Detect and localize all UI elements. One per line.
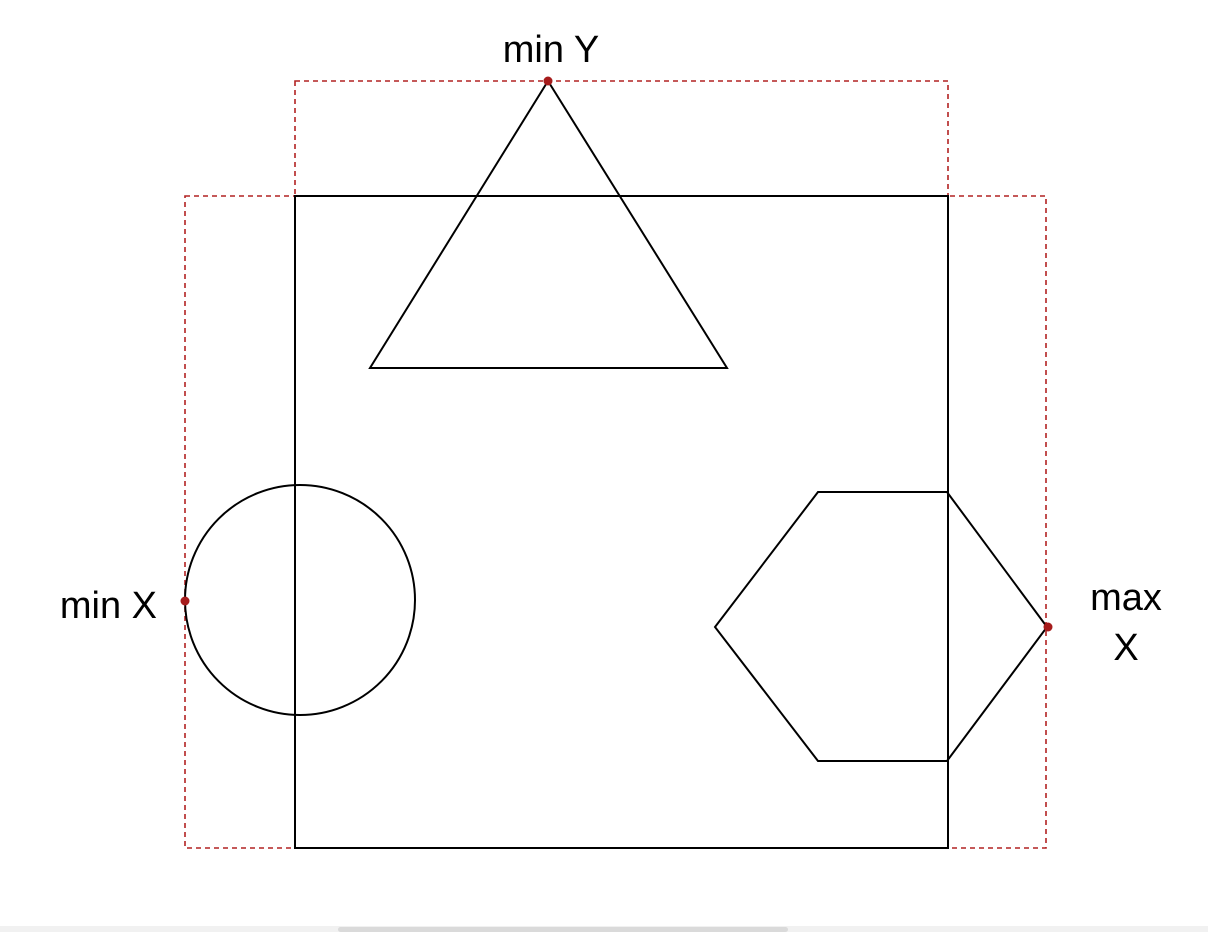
horizontal-scrollbar-thumb[interactable]: [338, 927, 788, 932]
bbox-horizontal-extent: [184, 195, 1047, 849]
max-x-label-line2: X: [1113, 627, 1138, 669]
min-y-label: min Y: [503, 29, 599, 71]
main-square: [294, 195, 949, 849]
hexagon: [713, 491, 1049, 762]
circle: [184, 484, 416, 716]
min-x-point: [180, 596, 190, 606]
max-x-label-line1: max: [1090, 577, 1162, 619]
min-y-point: [543, 76, 553, 86]
triangle: [368, 79, 729, 369]
min-x-label: min X: [60, 585, 157, 627]
max-x-point: [1043, 622, 1053, 632]
